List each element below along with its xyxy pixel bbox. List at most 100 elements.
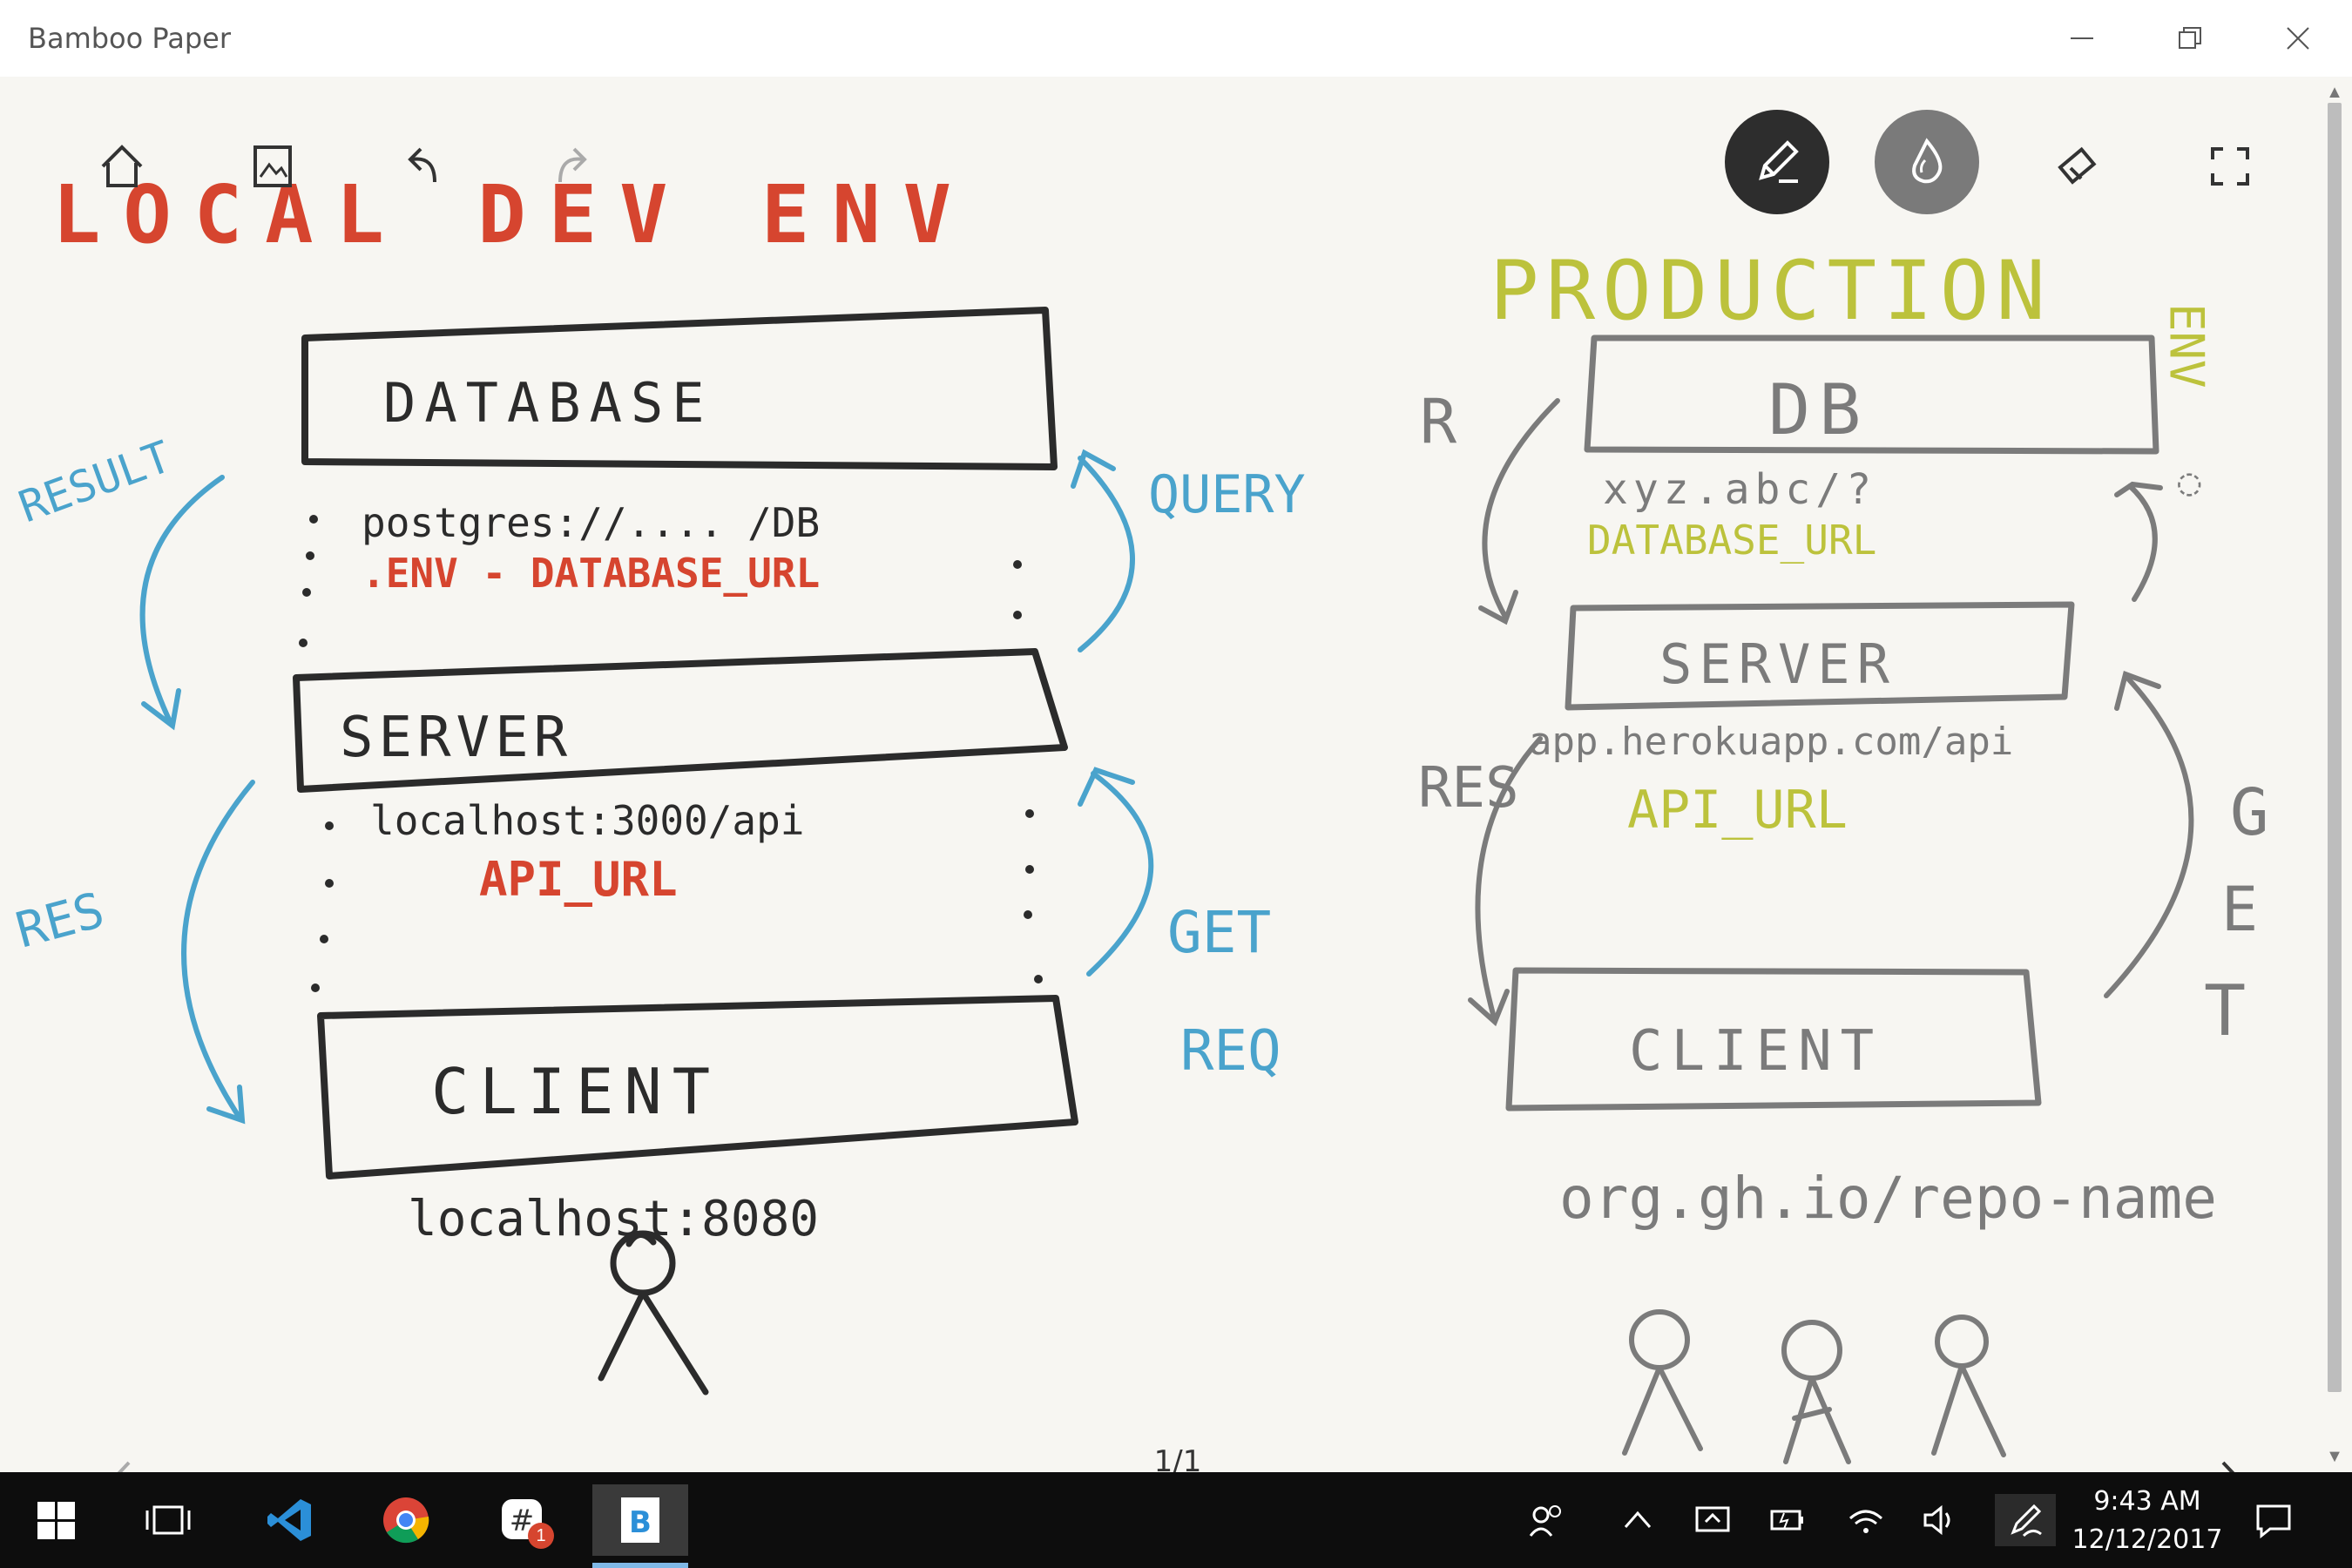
prod-server-box: SERVER xyxy=(1565,601,2075,711)
query-label: QUERY xyxy=(1148,464,1306,525)
fullscreen-icon xyxy=(2211,147,2249,186)
local-db-env: .ENV - DATABASE_URL xyxy=(362,550,820,597)
title-bar: Bamboo Paper xyxy=(0,0,2352,77)
slack-taskbar-button[interactable]: # 1 xyxy=(481,1484,564,1556)
prod-db-box: DB xyxy=(1584,335,2159,455)
local-title: LOCAL DEV ENV xyxy=(52,168,974,261)
local-server-label: SERVER xyxy=(340,706,572,770)
battery-icon xyxy=(1770,1510,1803,1531)
redo-button[interactable] xyxy=(533,127,612,206)
chrome-taskbar-button[interactable] xyxy=(364,1484,448,1556)
bamboo-paper-icon: B xyxy=(621,1497,659,1543)
scrollbar-thumb[interactable] xyxy=(2328,103,2342,1392)
pen-icon xyxy=(1759,140,1799,183)
start-button[interactable] xyxy=(14,1484,98,1556)
prod-client-label: CLIENT xyxy=(1629,1019,1882,1084)
prod-res-arrow xyxy=(1468,736,1543,1027)
sketch-layer: LOCAL DEV ENV DATABASE postgres://.... /… xyxy=(10,168,2269,1464)
get-label: GET xyxy=(1167,899,1271,966)
people-button[interactable] xyxy=(1520,1494,1572,1546)
prod-client-url: org.gh.io/repo-name xyxy=(1559,1165,2217,1232)
prod-query-mark: ◌ xyxy=(2178,460,2201,504)
prod-db-label: DB xyxy=(1768,369,1869,450)
prod-r-arrow xyxy=(1478,398,1560,625)
res-label: RES xyxy=(10,882,111,960)
prod-api-url: API_URL xyxy=(1627,780,1848,841)
vscode-taskbar-button[interactable] xyxy=(248,1484,332,1556)
scroll-down-arrow-icon[interactable]: ▼ xyxy=(2326,1447,2343,1466)
home-icon xyxy=(101,145,143,187)
slack-notification-badge: 1 xyxy=(528,1523,554,1549)
action-center-button[interactable] xyxy=(2247,1494,2300,1546)
ink-drop-icon xyxy=(1912,138,1943,184)
wifi-icon xyxy=(1849,1510,1882,1533)
pen-tool-button[interactable] xyxy=(1725,110,1829,214)
task-view-icon xyxy=(145,1505,191,1535)
prod-query-arrow xyxy=(2114,481,2163,602)
redo-arrow-icon xyxy=(558,147,587,183)
task-view-button[interactable] xyxy=(126,1484,210,1556)
vertical-scrollbar[interactable]: ▲ ▼ xyxy=(2317,77,2352,1472)
user-figure-icon xyxy=(598,1230,709,1396)
local-client-url: localhost:8080 xyxy=(408,1191,819,1247)
undo-arrow-icon xyxy=(408,147,436,183)
prod-get-arrow xyxy=(2104,671,2194,998)
taskbar: # 1 B 9:43 AM 12/12/2017 xyxy=(0,1472,2352,1568)
fullscreen-button[interactable] xyxy=(2191,127,2269,206)
local-server-box: SERVER xyxy=(293,648,1068,793)
app-title: Bamboo Paper xyxy=(28,22,231,55)
drawing-canvas[interactable]: LOCAL DEV ENV DATABASE postgres://.... /… xyxy=(0,77,2317,1515)
chevron-up-icon xyxy=(1624,1511,1652,1528)
prod-client-box: CLIENT xyxy=(1505,967,2042,1112)
restore-button[interactable] xyxy=(2155,10,2225,66)
clock-date: 12/12/2017 xyxy=(2072,1524,2223,1555)
local-api-url: API_URL xyxy=(479,852,678,907)
windows-ink-button[interactable] xyxy=(1995,1494,2056,1546)
bamboo-paper-taskbar-button[interactable]: B xyxy=(592,1484,688,1556)
prod-db-url: xyz.abc/? xyxy=(1603,465,1876,514)
prod-server-url: app.herokuapp.com/api xyxy=(1529,720,2013,764)
local-client-box: CLIENT xyxy=(317,995,1078,1179)
chrome-icon xyxy=(383,1497,429,1544)
local-database-box: DATABASE xyxy=(301,307,1058,470)
req-label: REQ xyxy=(1180,1019,1281,1084)
minimize-button[interactable] xyxy=(2047,10,2117,66)
close-icon xyxy=(2287,27,2309,50)
prod-db-env: DATABASE_URL xyxy=(1587,517,1876,564)
eraser-button[interactable] xyxy=(2038,127,2117,206)
svg-text:B: B xyxy=(629,1505,652,1540)
eraser-icon xyxy=(2058,146,2097,185)
show-hidden-icons-button[interactable] xyxy=(1612,1494,1664,1546)
ink-pen-icon xyxy=(2011,1504,2042,1538)
scroll-up-arrow-icon[interactable]: ▲ xyxy=(2326,83,2343,102)
speaker-icon xyxy=(1923,1504,1950,1536)
minimize-icon xyxy=(2071,37,2093,39)
prod-server-label: SERVER xyxy=(1659,632,1896,696)
system-clock[interactable]: 9:43 AM 12/12/2017 xyxy=(2065,1483,2230,1559)
battery-button[interactable] xyxy=(1761,1494,1814,1546)
projection-button[interactable] xyxy=(1686,1494,1739,1546)
screen-project-icon xyxy=(1695,1506,1730,1532)
wifi-button[interactable] xyxy=(1840,1494,1892,1546)
prod-title-env: ENV xyxy=(2159,303,2214,389)
result-label: RESULT xyxy=(12,431,178,532)
local-server-url: localhost:3000/api xyxy=(370,797,805,844)
prod-title: PRODUCTION xyxy=(1490,244,2052,339)
home-button[interactable] xyxy=(83,127,161,206)
insert-image-button[interactable] xyxy=(233,127,312,206)
prod-res-label: RES xyxy=(1418,756,1519,821)
prod-g-label: G xyxy=(2230,775,2269,850)
clock-time: 9:43 AM xyxy=(2093,1486,2201,1517)
local-client-label: CLIENT xyxy=(431,1055,720,1128)
image-icon xyxy=(253,145,292,187)
color-picker-button[interactable] xyxy=(1875,110,1979,214)
volume-button[interactable] xyxy=(1913,1494,1965,1546)
result-arrow xyxy=(139,475,225,731)
active-app-indicator xyxy=(592,1563,688,1568)
local-database-label: DATABASE xyxy=(383,371,713,435)
notification-icon xyxy=(2256,1504,2291,1539)
close-button[interactable] xyxy=(2263,10,2333,66)
undo-button[interactable] xyxy=(383,127,462,206)
windows-logo-icon xyxy=(37,1502,75,1539)
users-figures-icon xyxy=(1622,1309,2006,1464)
